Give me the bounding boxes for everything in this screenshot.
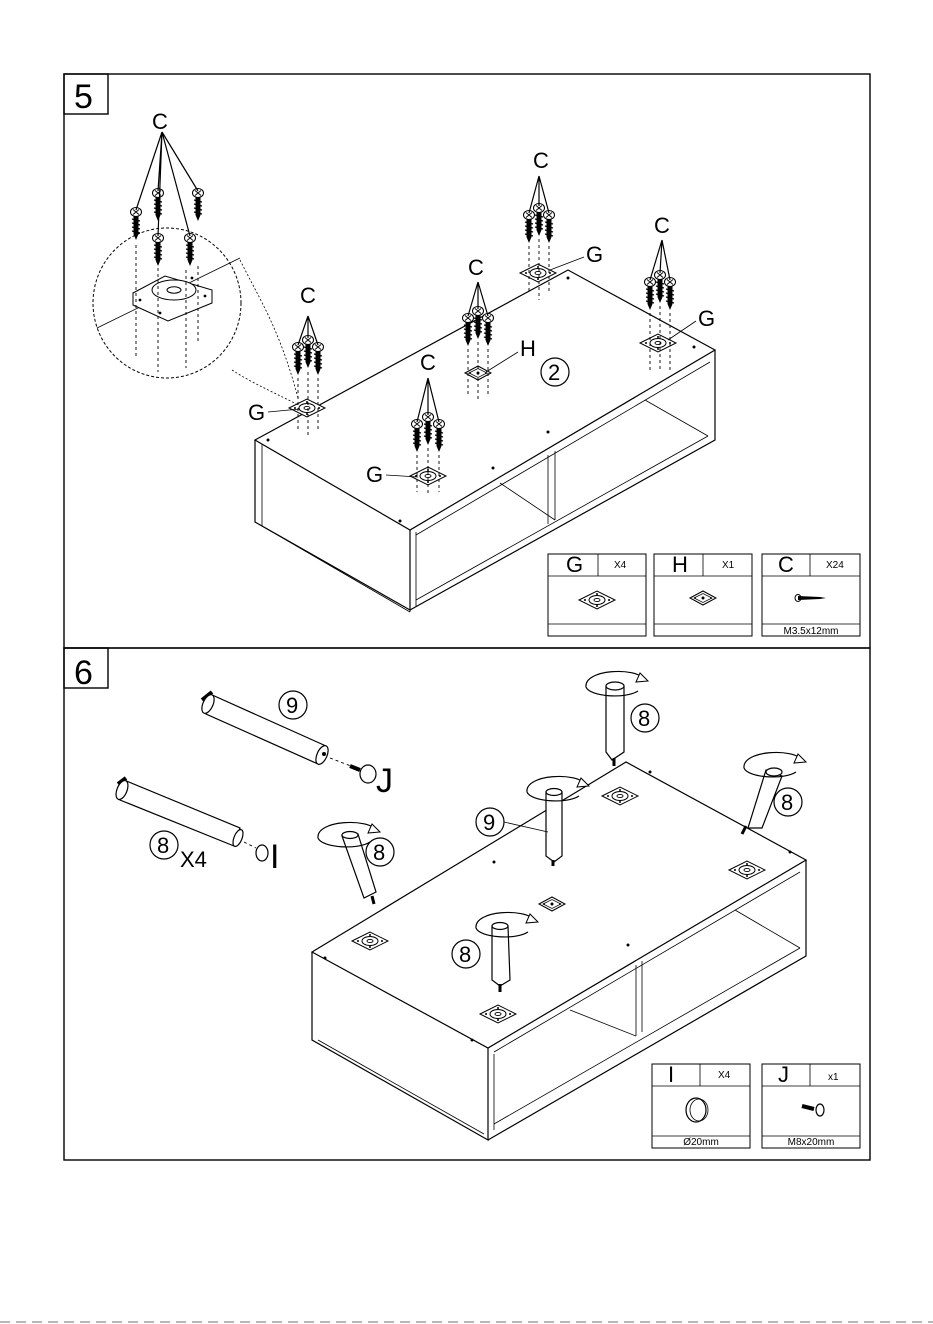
leg-number: 8	[373, 840, 385, 865]
svg-text:I: I	[668, 1062, 674, 1087]
leg-installed-5: 8	[452, 912, 538, 992]
plate-g-icon	[352, 932, 388, 950]
legend-h-box: H X1	[654, 552, 752, 636]
leg-installed-1: 8	[586, 671, 659, 766]
leg-9-number: 9	[286, 693, 298, 718]
leg-number: 8	[459, 942, 471, 967]
svg-text:H: H	[672, 552, 688, 577]
label-g: G	[248, 400, 265, 425]
label-h: H	[520, 336, 536, 361]
label-c: C	[468, 255, 484, 280]
svg-text:M8x20mm: M8x20mm	[788, 1137, 835, 1148]
step6-panel: 6	[64, 648, 870, 1160]
svg-text:G: G	[566, 552, 583, 577]
screw-group-1	[293, 316, 324, 436]
detail-magnifier	[93, 132, 298, 405]
legend-g-box: G X4	[548, 552, 646, 636]
legend-i-box: I X4 Ø20mm	[652, 1062, 750, 1148]
label-g: G	[366, 462, 383, 487]
label-j: J	[376, 762, 393, 800]
label-c: C	[420, 350, 436, 375]
legend-c-box: C X24 M3.5x12mm	[762, 552, 860, 637]
svg-text:C: C	[778, 552, 794, 577]
screw-group-5	[645, 240, 676, 372]
leg-number: 8	[781, 790, 793, 815]
step5-panel: 5	[64, 74, 870, 648]
bolt-j-icon	[350, 765, 376, 783]
leg-8-number: 8	[157, 833, 169, 858]
label-c: C	[533, 148, 549, 173]
leg-installed-2: 9	[476, 776, 589, 866]
label-g: G	[586, 242, 603, 267]
svg-text:X4: X4	[614, 560, 627, 571]
plate-g-icon	[480, 1005, 516, 1023]
plate-g-icon	[579, 591, 615, 609]
screw-group-4	[524, 176, 555, 300]
leg-number: 8	[638, 706, 650, 731]
plate-g-icon	[729, 861, 765, 879]
plate-g-icon	[640, 334, 676, 352]
label-i: I	[270, 838, 279, 876]
plate-g-icon	[289, 399, 325, 417]
label-c: C	[300, 283, 316, 308]
step5-number: 5	[74, 78, 93, 116]
cap-icon	[686, 1098, 706, 1122]
svg-text:J: J	[778, 1062, 789, 1087]
plate-g-icon	[410, 467, 446, 485]
screw-group-3	[463, 282, 494, 402]
plate-h-icon	[690, 591, 716, 605]
screw-icon	[795, 595, 826, 602]
label-g: G	[698, 306, 715, 331]
label-c: C	[152, 109, 168, 134]
label-c: C	[654, 213, 670, 238]
panel-ref-number: 2	[548, 360, 560, 385]
svg-text:X4: X4	[718, 1070, 731, 1081]
leg-8-loose	[114, 778, 256, 848]
step6-number: 6	[74, 654, 93, 692]
leg-installed-4: 8	[318, 822, 394, 904]
leg-9-loose	[199, 692, 356, 768]
legend-j-box: J x1 M8x20mm	[762, 1062, 860, 1148]
leg-installed-3: 8	[742, 752, 806, 834]
svg-text:X24: X24	[826, 560, 844, 571]
plate-h-icon	[539, 897, 565, 911]
svg-text:x1: x1	[828, 1072, 839, 1083]
cap-i-icon	[256, 845, 268, 861]
svg-text:M3.5x12mm: M3.5x12mm	[783, 626, 838, 637]
plate-g-icon	[602, 787, 638, 805]
svg-text:Ø20mm: Ø20mm	[683, 1137, 719, 1148]
bolt-icon	[802, 1104, 824, 1116]
leg-number: 9	[483, 810, 495, 835]
leg-count: X4	[180, 847, 207, 872]
svg-text:X1: X1	[722, 560, 735, 571]
